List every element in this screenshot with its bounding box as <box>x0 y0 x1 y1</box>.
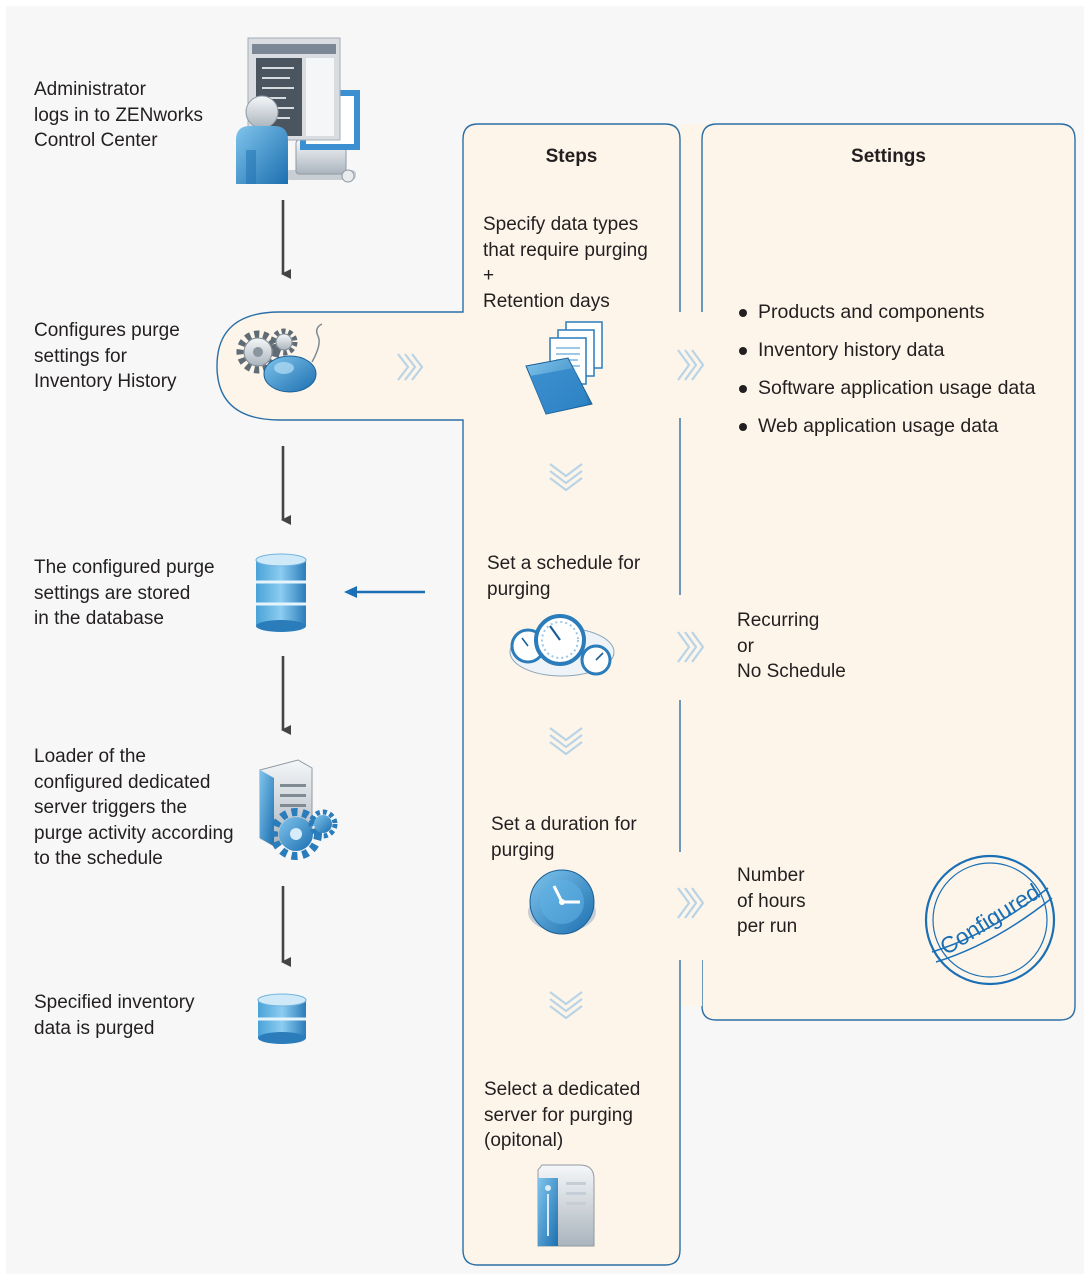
loader-trigger-text: Loader of the configured dedicated serve… <box>34 746 234 869</box>
chevron-down-icon <box>549 991 583 1020</box>
schedule-options-text: Recurring or No Schedule <box>737 610 846 682</box>
duration-setting-text: Number of hours per run <box>737 865 806 937</box>
step-dedicated-server: Select a dedicated server for purging (o… <box>484 1079 641 1151</box>
chevron-right-icon <box>677 631 705 663</box>
database-small-icon <box>257 993 307 1044</box>
clock-icon <box>528 869 596 935</box>
admin-login-text: Administrator logs in to ZENworks Contro… <box>34 79 203 151</box>
documents-folder-icon <box>525 321 603 415</box>
data-types-list: Products and components Inventory histor… <box>737 300 1036 452</box>
list-item: Inventory history data <box>737 338 1036 376</box>
settings-panel <box>680 124 1075 1020</box>
gauges-cloud-icon <box>509 614 615 677</box>
settings-panel-border <box>701 123 1076 1021</box>
settings-stored-text: The configured purge settings are stored… <box>34 557 215 629</box>
settings-title: Settings <box>851 146 926 167</box>
store-arrow <box>344 586 425 598</box>
chevron-down-icon <box>549 727 583 756</box>
chevron-right-icon <box>397 353 424 381</box>
steps-panel-border <box>216 123 681 1266</box>
step-duration: Set a duration for purging <box>491 814 637 861</box>
configure-settings-text: Configures purge settings for Inventory … <box>34 320 180 392</box>
list-item: Web application usage data <box>737 414 1036 452</box>
step-data-types: Specify data types that require purging … <box>483 214 648 312</box>
steps-panel <box>217 124 702 1265</box>
server-gears-icon <box>259 759 338 860</box>
step-schedule: Set a schedule for purging <box>487 553 641 600</box>
gears-mouse-icon <box>236 323 323 393</box>
administrator-computer-icon <box>236 37 360 184</box>
dedicated-server-icon <box>537 1164 595 1247</box>
steps-title: Steps <box>545 146 598 167</box>
chevron-right-icon <box>677 887 705 919</box>
database-icon <box>255 553 307 632</box>
chevron-right-icon <box>677 349 705 381</box>
configured-stamp-icon <box>924 854 1056 986</box>
data-purged-text: Specified inventory data is purged <box>34 992 195 1039</box>
list-item: Software application usage data <box>737 376 1036 414</box>
chevron-down-icon <box>549 463 583 492</box>
list-item: Products and components <box>737 300 1036 338</box>
